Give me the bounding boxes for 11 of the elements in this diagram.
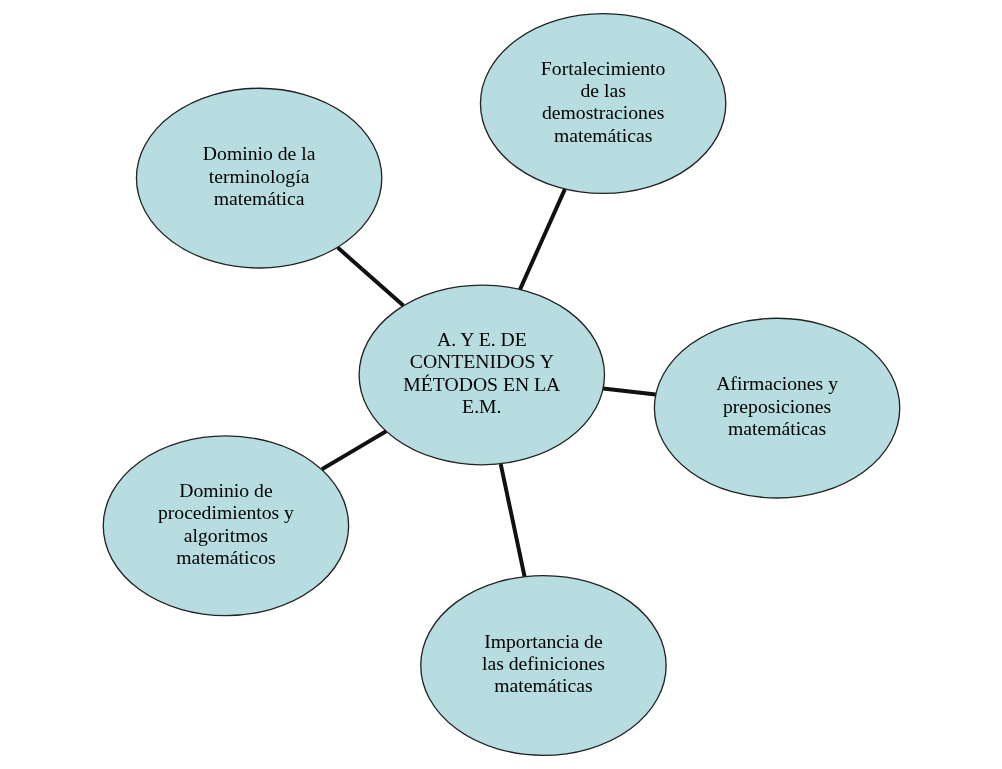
- node-ellipse: Dominio de la terminología matemática: [135, 87, 382, 269]
- node-ellipse: Fortalecimiento de las demostraciones matemáticas: [479, 13, 726, 195]
- connector: [320, 429, 387, 471]
- node-ellipse: Dominio de procedimientos y algoritmos matemáticos: [102, 435, 349, 617]
- node-ellipse: Importancia de las definiciones matemáticas: [419, 574, 667, 756]
- connector: [498, 463, 526, 577]
- connector: [335, 246, 405, 307]
- node-ellipse: A. Y E. DE CONTENIDOS Y MÉTODOS EN LA E.M.: [357, 284, 605, 466]
- connector: [517, 188, 567, 291]
- connector: [602, 386, 656, 397]
- node-ellipse: Afirmaciones y preposiciones matemáticas: [653, 317, 900, 499]
